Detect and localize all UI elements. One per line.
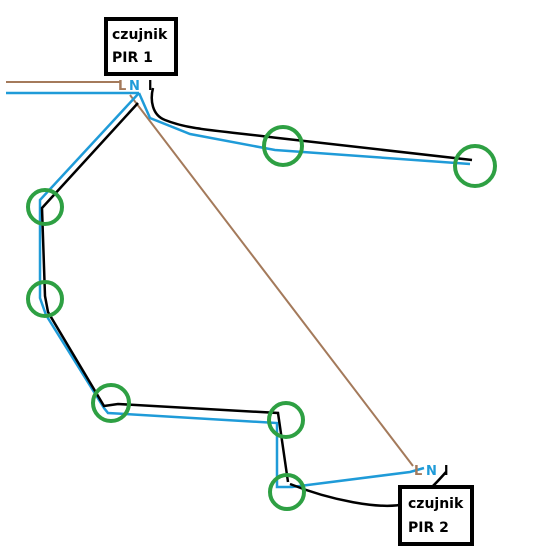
neutral-wires: [6, 91, 471, 489]
sensor-pir2: czujnik PIR 2: [398, 485, 474, 546]
sensor-pir2-line1: czujnik: [408, 496, 464, 512]
lamp-circle-icon: [267, 401, 305, 439]
neutral-wire-right-branch: [137, 92, 471, 166]
phase-wires: [6, 81, 414, 467]
pir1-terminals: L N l: [118, 79, 152, 94]
lamp-circle-icon: [268, 473, 306, 511]
pir2-terminal-l: L: [414, 464, 422, 479]
phase-wire-pir1-to-pir2: [129, 94, 414, 467]
lamp-circle-icon: [453, 144, 497, 188]
pir2-terminals: L N l: [414, 464, 448, 479]
switched-wires: [40, 87, 473, 507]
sensor-pir2-line2: PIR 2: [408, 520, 449, 536]
pir2-terminal-l-out: l: [444, 464, 448, 479]
sensor-pir1-box: [104, 17, 178, 76]
pir1-terminal-l: L: [118, 79, 126, 94]
sensor-pir1-line2: PIR 1: [112, 50, 153, 66]
pir1-terminal-l-out: l: [148, 79, 152, 94]
lamp-circle-icon: [262, 125, 304, 167]
pir2-terminal-n: N: [426, 464, 437, 479]
sensor-pir1-line1: czujnik: [112, 27, 168, 43]
lamp-circle-icon: [26, 280, 64, 318]
pir1-terminal-n: N: [129, 79, 140, 94]
sensor-pir1: czujnik PIR 1: [104, 17, 178, 76]
neutral-wire-left-branch: [38, 92, 425, 489]
switched-wire-left-branch: [40, 102, 290, 483]
lamp-circle-icon: [26, 188, 64, 226]
switched-wire-right-branch: [150, 87, 473, 162]
lamps: [26, 125, 497, 511]
sensor-pir2-box: [398, 485, 474, 546]
lamp-circle-icon: [91, 383, 131, 423]
